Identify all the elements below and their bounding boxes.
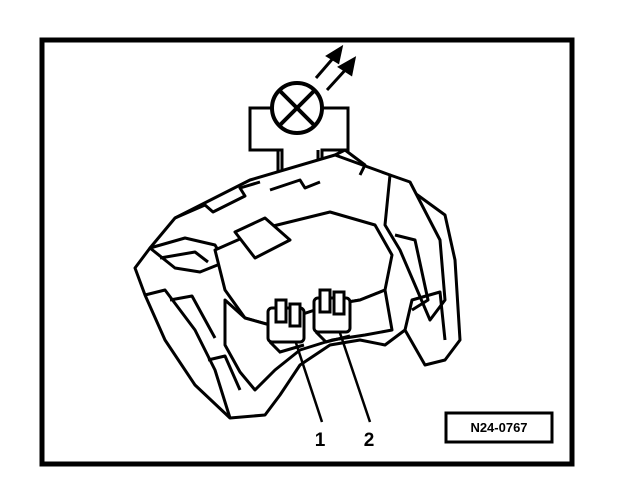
leader-line-2 <box>338 332 372 423</box>
leader-line-1 <box>294 342 324 423</box>
leader-lines <box>294 332 372 423</box>
terminal-1 <box>266 298 306 354</box>
callout-2: 2 <box>364 430 375 451</box>
callout-1: 1 <box>315 430 326 451</box>
terminal-2 <box>312 288 352 344</box>
reference-code: N24-0767 <box>470 420 527 435</box>
light-rays-icon <box>314 44 357 92</box>
reference-code-box <box>444 411 554 444</box>
